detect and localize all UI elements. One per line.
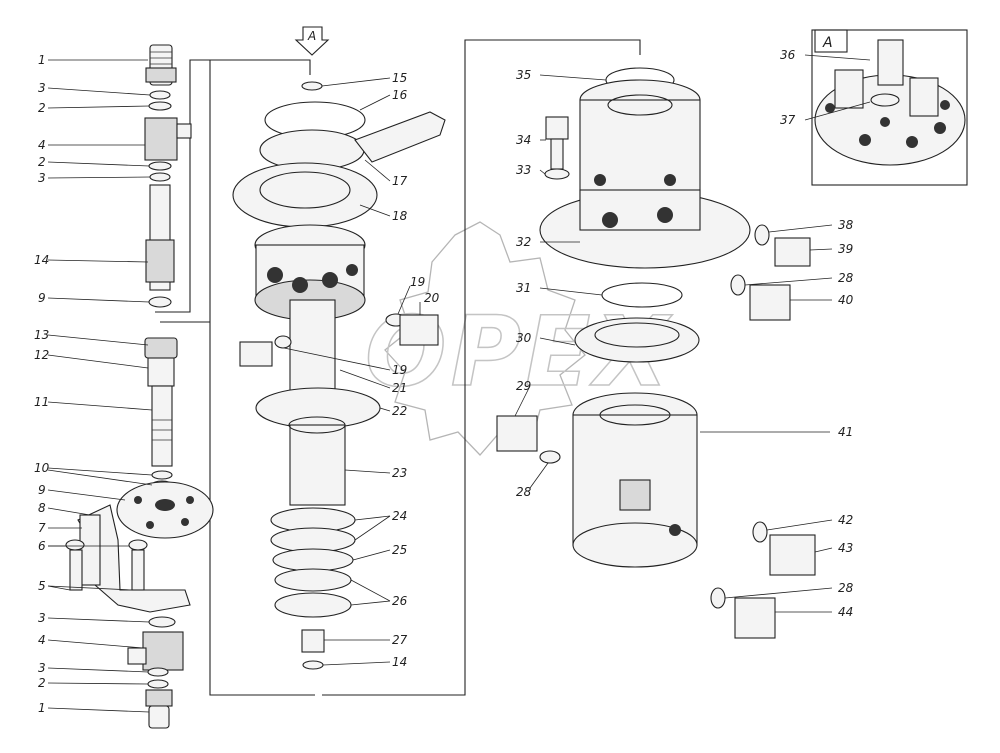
callout-27: 27 <box>392 633 408 647</box>
callout-labels: 1 3 2 4 2 3 14 9 13 12 11 10 9 8 7 6 5 3… <box>34 48 854 715</box>
callout-5: 5 <box>38 579 46 593</box>
callout-2: 2 <box>38 155 46 169</box>
callout-39: 39 <box>838 242 853 256</box>
callout-21: 21 <box>392 381 407 395</box>
callout-9: 9 <box>38 483 46 497</box>
callout-7: 7 <box>38 521 46 535</box>
callout-4: 4 <box>38 138 46 152</box>
callout-42: 42 <box>838 513 853 527</box>
callout-34: 34 <box>516 133 531 147</box>
callout-31: 31 <box>516 281 531 295</box>
callout-28: 28 <box>516 485 532 499</box>
callout-18: 18 <box>392 209 408 223</box>
callout-2: 2 <box>38 676 46 690</box>
callout-33: 33 <box>516 163 531 177</box>
callout-13: 13 <box>34 328 49 342</box>
center-shaft-stack <box>232 81 446 670</box>
callout-26: 26 <box>392 594 408 608</box>
callout-3: 3 <box>38 171 46 185</box>
left-fitting-stack <box>65 44 214 729</box>
callout-9: 9 <box>38 291 46 305</box>
callout-14: 14 <box>392 655 407 669</box>
callout-11: 11 <box>34 395 49 409</box>
callout-10: 10 <box>34 461 50 475</box>
leader-lines <box>47 54 871 713</box>
callout-36: 36 <box>780 48 796 62</box>
callout-30: 30 <box>516 331 532 345</box>
callout-4: 4 <box>38 633 46 647</box>
inset-label: A <box>822 35 833 51</box>
callout-32: 32 <box>516 235 531 249</box>
callout-12: 12 <box>34 348 49 362</box>
callout-14: 14 <box>34 253 49 267</box>
callout-16: 16 <box>392 88 408 102</box>
callout-3: 3 <box>38 661 46 675</box>
callout-3: 3 <box>38 611 46 625</box>
callout-1: 1 <box>38 53 46 67</box>
callout-28: 28 <box>838 271 854 285</box>
callout-17: 17 <box>392 174 408 188</box>
callout-8: 8 <box>38 501 46 515</box>
callout-38: 38 <box>838 218 854 232</box>
callout-24: 24 <box>392 509 407 523</box>
callout-2: 2 <box>38 101 46 115</box>
callout-28: 28 <box>838 581 854 595</box>
callout-40: 40 <box>838 293 854 307</box>
callout-22: 22 <box>392 404 407 418</box>
right-housing-stack <box>496 67 816 639</box>
callout-23: 23 <box>392 466 407 480</box>
callout-19: 19 <box>410 275 425 289</box>
callout-35: 35 <box>516 68 531 82</box>
callout-29: 29 <box>516 379 531 393</box>
callout-37: 37 <box>780 113 796 127</box>
inset-view-a <box>814 39 966 166</box>
callout-20: 20 <box>424 291 440 305</box>
callout-1: 1 <box>38 701 46 715</box>
callout-6: 6 <box>38 539 46 553</box>
view-label: A <box>307 29 316 43</box>
callout-3: 3 <box>38 81 46 95</box>
view-arrow-a: A <box>294 26 330 56</box>
callout-19: 19 <box>392 363 407 377</box>
callout-15: 15 <box>392 71 407 85</box>
callout-44: 44 <box>838 605 853 619</box>
callout-41: 41 <box>838 425 853 439</box>
callout-25: 25 <box>392 543 407 557</box>
assembly-frames <box>155 29 968 696</box>
callout-43: 43 <box>838 541 853 555</box>
